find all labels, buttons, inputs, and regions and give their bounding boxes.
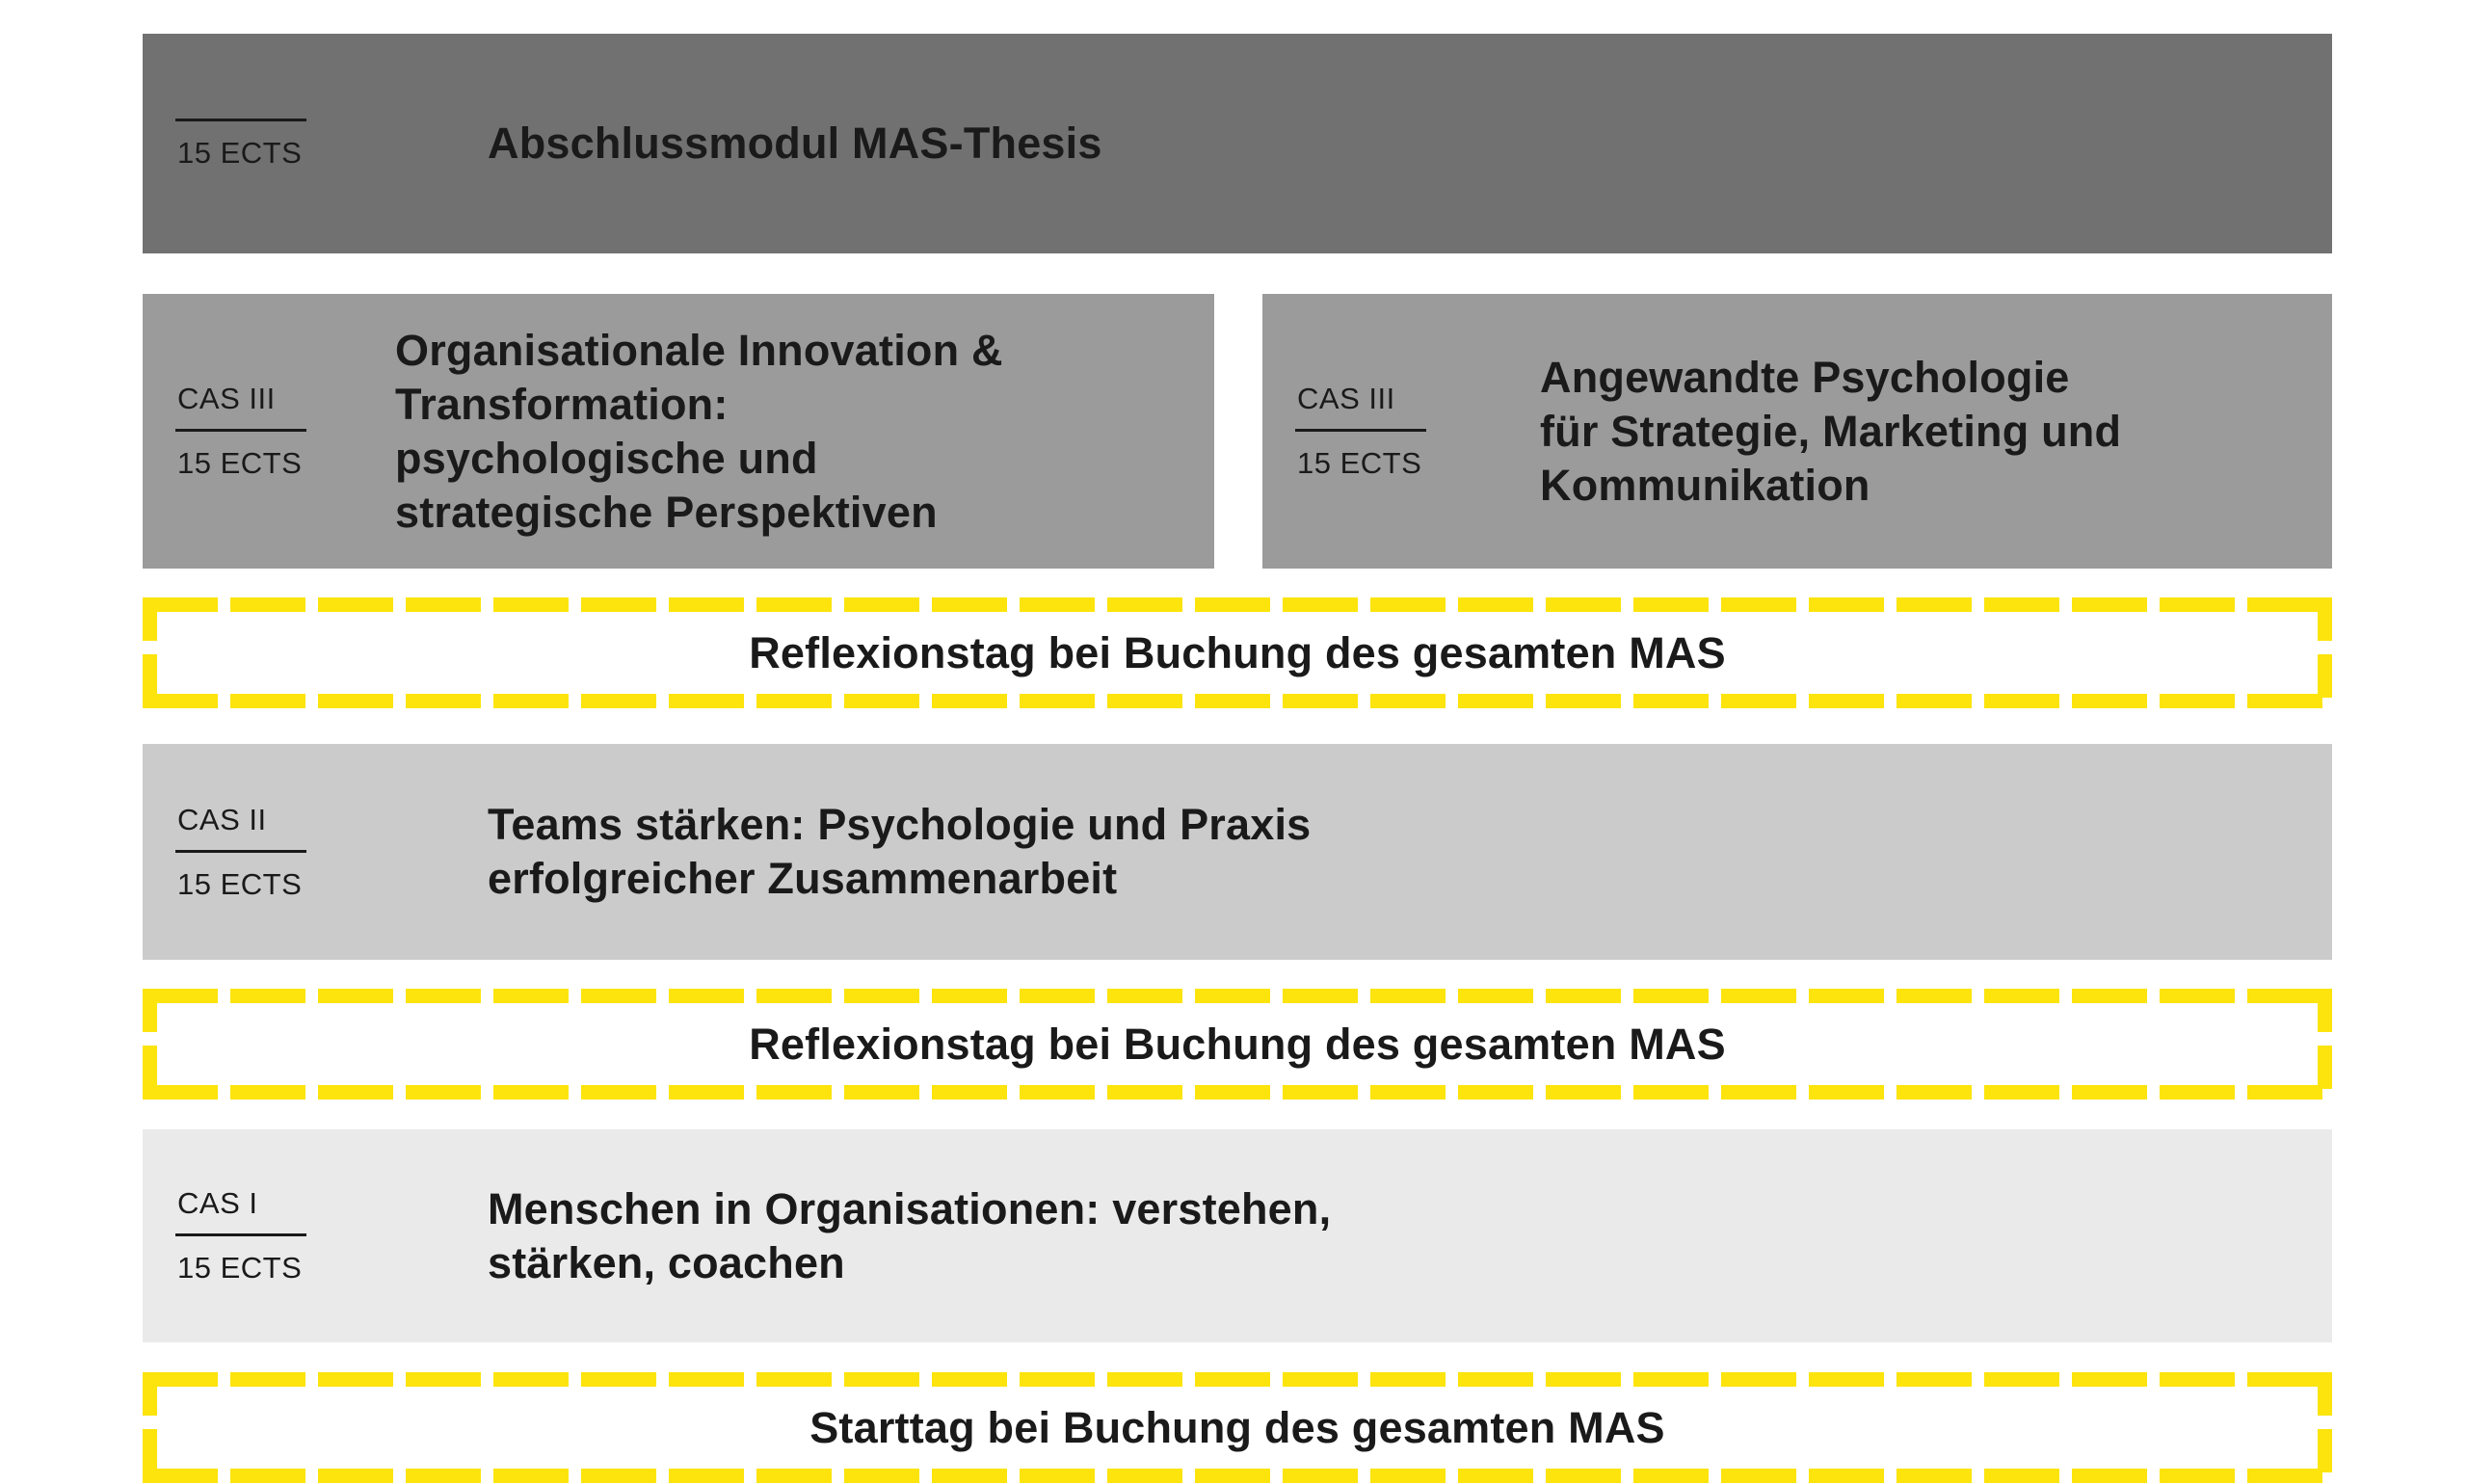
cas3-left-ects-label: CAS III 15 ECTS <box>143 384 343 479</box>
module-title: Teams stärken: Psychologie und Praxis er… <box>488 800 1312 903</box>
starttag-bar: Starttag bei Buchung des gesamten MAS <box>143 1372 2332 1483</box>
cas-name: CAS III <box>1297 382 1395 415</box>
cas-name: CAS III <box>177 382 276 415</box>
thesis-ects-label: 15 ECTS <box>143 119 343 169</box>
ects-divider-line <box>175 119 306 121</box>
module-title: Abschlussmodul MAS-Thesis <box>488 119 1102 168</box>
cas-name: CAS II <box>177 802 267 836</box>
ects-value: 15 ECTS <box>177 1251 303 1285</box>
ects-divider-line <box>175 849 306 853</box>
ects-divider-line <box>175 1233 306 1236</box>
cas3-right-ects-label: CAS III 15 ECTS <box>1262 384 1463 479</box>
module-thesis: 15 ECTS Abschlussmodul MAS-Thesis <box>143 34 2332 253</box>
ects-value: 15 ECTS <box>1297 446 1422 480</box>
ects-divider-line <box>1295 429 1426 432</box>
ects-value: 15 ECTS <box>177 866 303 901</box>
module-title: Organisationale Innovation & Transformat… <box>395 325 1003 537</box>
cas1-ects-label: CAS I 15 ECTS <box>143 1188 343 1284</box>
module-cas3-organisationale-innovation: CAS III 15 ECTS Organisationale Innovati… <box>143 294 1214 569</box>
module-title: Menschen in Organisationen: verstehen, s… <box>488 1183 1332 1287</box>
reflexionstag-bar-top: Reflexionstag bei Buchung des gesamten M… <box>143 597 2332 708</box>
bar-label: Reflexionstag bei Buchung des gesamten M… <box>749 1019 1726 1069</box>
module-cas1-menschen-in-organisationen: CAS I 15 ECTS Menschen in Organisationen… <box>143 1129 2332 1342</box>
bar-label: Starttag bei Buchung des gesamten MAS <box>809 1402 1665 1452</box>
module-cas2-teams-staerken: CAS II 15 ECTS Teams stärken: Psychologi… <box>143 744 2332 960</box>
module-cas3-angewandte-psychologie: CAS III 15 ECTS Angewandte Psychologie f… <box>1262 294 2332 569</box>
bar-label: Reflexionstag bei Buchung des gesamten M… <box>749 627 1726 677</box>
module-title: Angewandte Psychologie für Strategie, Ma… <box>1540 352 2122 510</box>
cas2-ects-label: CAS II 15 ECTS <box>143 802 343 901</box>
ects-value: 15 ECTS <box>177 136 303 170</box>
ects-divider-line <box>175 429 306 432</box>
ects-value: 15 ECTS <box>177 446 303 480</box>
cas-name: CAS I <box>177 1186 258 1220</box>
reflexionstag-bar-bottom: Reflexionstag bei Buchung des gesamten M… <box>143 989 2332 1100</box>
